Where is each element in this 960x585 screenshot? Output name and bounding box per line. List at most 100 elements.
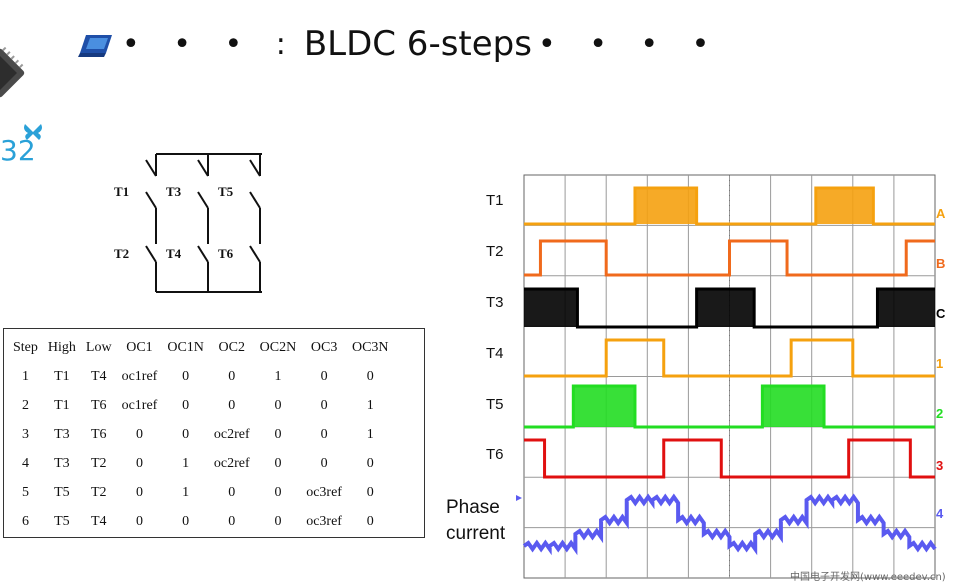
- table-cell: T3: [54, 426, 70, 442]
- column-header: OC3N: [351, 339, 389, 355]
- table-cell: 0: [320, 455, 328, 471]
- chip-icon: [0, 46, 25, 98]
- butterfly-icon: [24, 124, 42, 140]
- page-title: BLDC 6-steps: [303, 24, 532, 64]
- channel-marker-c: C: [936, 306, 946, 321]
- title-decoration-left: • • • :: [122, 26, 298, 62]
- channel-marker-b: B: [936, 256, 945, 271]
- table-cell: T2: [90, 484, 107, 500]
- logo-text: 32: [0, 134, 36, 167]
- table-header-row: Step High Low OC1 OC1N OC2 OC2N OC3 OC3N: [8, 333, 394, 362]
- commutation-table: Step High Low OC1 OC1N OC2 OC2N OC3 OC3N…: [8, 333, 394, 536]
- switch-label: T6: [218, 246, 234, 261]
- table-cell: 0: [274, 455, 282, 471]
- switch-label: T5: [218, 184, 234, 199]
- scope-traces: [516, 186, 937, 556]
- table-cell: 0: [182, 397, 190, 413]
- trace-label-t5: T5: [486, 396, 504, 413]
- table-cell: 0: [135, 513, 143, 529]
- table-cell: oc2ref: [213, 426, 250, 442]
- table-cell: T2: [90, 455, 107, 471]
- table-cell: 4: [21, 455, 29, 471]
- switch-label: T3: [166, 184, 182, 199]
- table-cell: 0: [366, 368, 374, 384]
- column-header: OC2N: [259, 339, 297, 355]
- table-cell: 2: [21, 397, 29, 413]
- table-cell: 0: [228, 368, 236, 384]
- table-cell: 0: [366, 513, 374, 529]
- table-cell: 0: [274, 484, 282, 500]
- trace-pwm-block: [524, 289, 578, 327]
- table-cell: 0: [135, 484, 143, 500]
- table-cell: 0: [228, 484, 236, 500]
- table-cell: 0: [274, 426, 282, 442]
- table-cell: 0: [274, 513, 282, 529]
- table-cell: 0: [135, 455, 143, 471]
- table-cell: T1: [54, 368, 70, 384]
- table-cell: T5: [54, 513, 70, 529]
- trace-pwm-block: [877, 289, 935, 327]
- phase-label-line2: current: [446, 523, 506, 544]
- channel-marker-3: 3: [936, 458, 943, 473]
- trace-t2: [524, 239, 935, 277]
- table-cell: oc2ref: [213, 455, 250, 471]
- trace-t6: [524, 438, 935, 479]
- table-cell: T6: [90, 397, 107, 413]
- channel-marker-1: 1: [936, 356, 943, 371]
- trace-t4: [524, 338, 935, 378]
- stm32-logo: 32: [0, 120, 46, 176]
- trace-label-t4: T4: [486, 345, 504, 362]
- column-header: High: [47, 339, 76, 355]
- table-cell: oc1ref: [121, 368, 158, 384]
- column-header: Step: [13, 339, 38, 355]
- inverter-switch-diagram: T1 T3 T5 T2 T4 T6: [114, 153, 262, 293]
- table-cell: 3: [21, 426, 29, 442]
- trace-pwm-block: [634, 188, 697, 224]
- channel-marker-a: A: [936, 206, 946, 221]
- table-cell: 0: [182, 513, 190, 529]
- column-header: OC1N: [167, 339, 204, 355]
- table-cell: T3: [54, 455, 70, 471]
- watermark: 中国电子开发网(www.eeedev.cn): [790, 572, 946, 583]
- phase-ground-marker: [516, 495, 522, 501]
- switch-label: T2: [114, 246, 129, 261]
- table-cell: T4: [90, 513, 107, 529]
- column-header: OC3: [310, 339, 338, 355]
- table-cell: 0: [182, 368, 190, 384]
- table-cell: 0: [320, 426, 328, 442]
- trace-label-t2: T2: [486, 243, 504, 260]
- channel-marker-4: 4: [936, 506, 944, 521]
- table-cell: 0: [274, 397, 282, 413]
- table-cell: 6: [21, 513, 29, 529]
- table-cell: T6: [90, 426, 107, 442]
- switch-label: T4: [166, 246, 182, 261]
- trace-pwm-block: [696, 289, 755, 327]
- trace-pwm-block: [573, 386, 635, 427]
- table-cell: 0: [320, 397, 328, 413]
- table-cell: 1: [366, 426, 374, 442]
- table-cell: oc3ref: [306, 484, 342, 500]
- table-cell: 1: [366, 397, 374, 413]
- column-header: OC1: [126, 339, 153, 355]
- slide-title-row: • • • : BLDC 6-steps • • • •: [78, 22, 721, 66]
- table-cell: T5: [54, 484, 70, 500]
- commutation-table-box: Step High Low OC1 OC1N OC2 OC2N OC3 OC3N…: [3, 328, 425, 538]
- table-cell: 0: [228, 513, 236, 529]
- trace-label-t6: T6: [486, 446, 504, 463]
- table-cell: 5: [21, 484, 29, 500]
- column-header: Low: [85, 339, 112, 355]
- trace-label-t1: T1: [486, 192, 504, 209]
- scope-labels: T1 T2 T3 T4 T5 T6 Phase current: [446, 192, 506, 544]
- table-cell: 1: [182, 455, 190, 471]
- trace-pwm-block: [762, 386, 825, 427]
- table-cell: T1: [54, 397, 70, 413]
- column-header: OC2: [218, 339, 245, 355]
- trace-pwm-block: [815, 188, 874, 224]
- table-cell: 1: [21, 368, 29, 384]
